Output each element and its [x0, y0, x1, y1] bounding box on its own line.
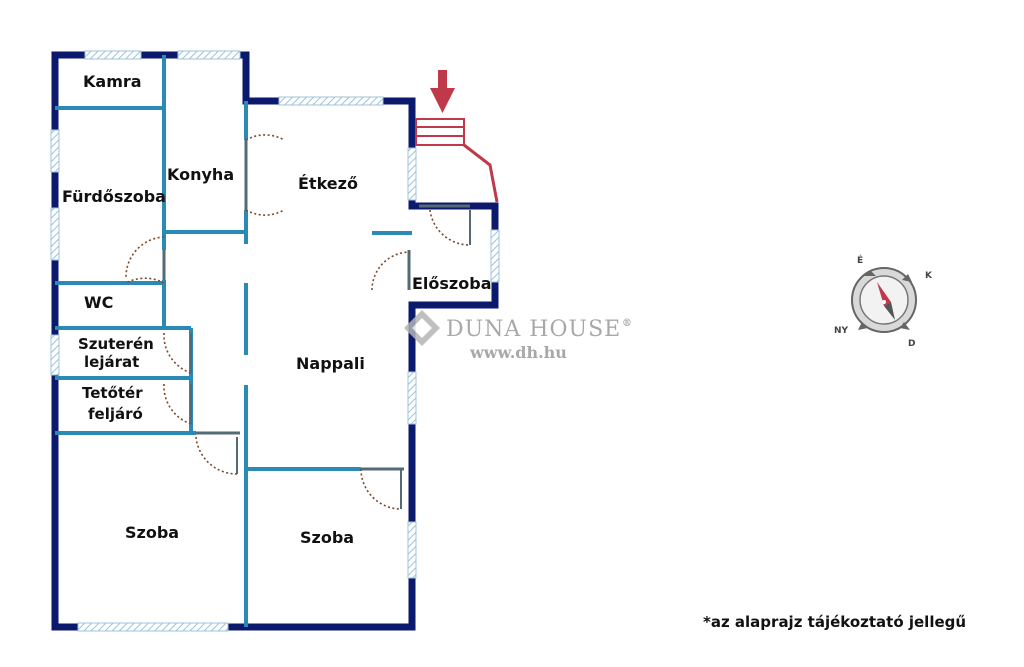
watermark-brand: DUNA HOUSE: [446, 317, 621, 342]
room-label-konyha: Konyha: [167, 165, 234, 184]
compass-north: É: [857, 254, 863, 266]
room-label-szoba-left: Szoba: [125, 523, 179, 542]
entrance-steps: [415, 118, 499, 203]
room-label-tetoter-line2: feljáró: [88, 405, 143, 423]
room-label-szoba-right: Szoba: [300, 528, 354, 547]
watermark-url: www.dh.hu: [469, 343, 567, 362]
inner-walls: [55, 55, 412, 627]
room-label-etkezo: Étkező: [298, 174, 358, 193]
room-label-kamra: Kamra: [83, 72, 142, 91]
door-leaves: [190, 210, 471, 509]
duna-house-logo-icon: [404, 310, 440, 346]
disclaimer-text: *az alaprajz tájékoztató jellegű: [703, 613, 967, 631]
compass-east: K: [925, 271, 933, 281]
room-label-szuteren-line1: Szuterén: [78, 335, 154, 353]
room-label-wc: WC: [84, 293, 113, 312]
entrance-arrow-icon: [430, 70, 455, 113]
room-label-tetoter-line1: Tetőtér: [82, 384, 143, 402]
compass-west: NY: [834, 326, 849, 336]
door-swings: [125, 134, 471, 510]
room-label-szuteren-line2: lejárat: [84, 353, 139, 371]
door-frames: [162, 140, 470, 471]
compass-south: D: [908, 339, 915, 349]
room-label-furdoszoba: Fürdőszoba: [62, 187, 166, 206]
watermark: DUNA HOUSE ® www.dh.hu: [404, 310, 632, 362]
room-label-nappali: Nappali: [296, 354, 365, 373]
watermark-registered: ®: [622, 318, 632, 329]
compass-icon: É K D NY: [834, 254, 933, 349]
windows: [50, 50, 500, 632]
room-label-eloszoba: Előszoba: [412, 274, 491, 293]
